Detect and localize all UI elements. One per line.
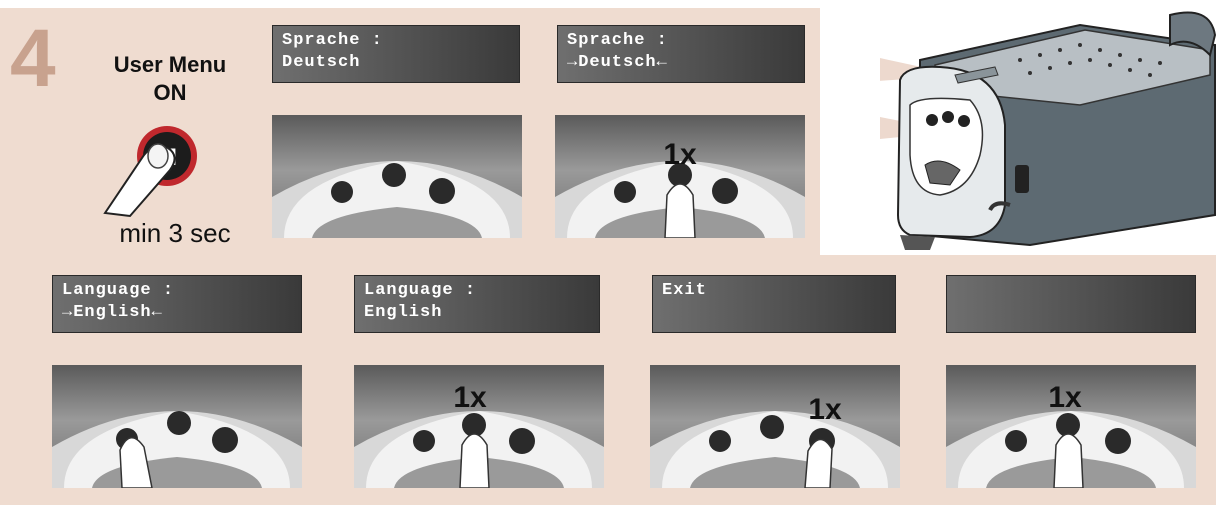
lcd-display-6 <box>946 275 1196 333</box>
medium-cup-button-icon <box>462 413 486 437</box>
small-cup-button-icon <box>1005 430 1027 452</box>
user-menu-state: ON <box>153 80 187 105</box>
finger-icon <box>119 437 153 488</box>
small-cup-button-icon <box>331 181 353 203</box>
button-panel-3 <box>52 365 302 488</box>
user-menu-label: User Menu <box>113 52 227 77</box>
lcd-display-1: Sprache : Deutsch <box>272 25 520 83</box>
large-cup-button-icon <box>212 427 238 453</box>
medium-cup-button-icon <box>167 411 191 435</box>
lcd-line-1: Language : <box>62 281 175 300</box>
medium-cup-button-icon <box>760 415 784 439</box>
small-cup-button-icon <box>413 430 435 452</box>
press-count-label: 1x <box>453 381 487 414</box>
finger-icon <box>459 433 490 488</box>
button-panel-5 <box>650 365 900 488</box>
medium-cup-button-icon <box>668 163 692 187</box>
finger-icon <box>1053 433 1084 488</box>
finger-icon <box>804 438 833 488</box>
press-count-label: 1x <box>808 393 842 426</box>
large-cup-button-icon <box>429 178 455 204</box>
lcd-line-1 <box>956 280 1195 302</box>
machine-display-icon <box>954 66 999 84</box>
small-cup-button-icon <box>926 114 938 126</box>
lcd-line-1: Sprache : <box>282 31 383 50</box>
medium-cup-button-icon <box>1056 413 1080 437</box>
medium-cup-button-icon <box>942 111 954 123</box>
lcd-line-2: →English← <box>62 303 163 322</box>
coffee-machine-illustration <box>880 11 1217 250</box>
button-panel-4 <box>354 365 604 488</box>
small-cup-button-icon <box>614 181 636 203</box>
small-cup-button-icon <box>709 430 731 452</box>
large-cup-button-icon <box>958 115 970 127</box>
lcd-line-2: English <box>364 303 443 322</box>
large-cup-button-icon <box>509 428 535 454</box>
lcd-line-2 <box>956 302 1195 324</box>
lcd-display-5: Exit <box>652 275 896 333</box>
button-panel-1 <box>272 115 522 238</box>
finger-icon <box>664 183 696 238</box>
hold-time-label: min 3 sec <box>119 218 231 248</box>
lcd-line-1: Sprache : <box>567 31 668 50</box>
medium-cup-button-icon <box>382 163 406 187</box>
menu-button-icon: M <box>103 126 197 218</box>
press-count-label: 1x <box>1048 381 1082 414</box>
press-count-label: 1x <box>663 138 697 171</box>
large-cup-button-icon <box>712 178 738 204</box>
lcd-line-1: Language : <box>364 281 477 300</box>
large-cup-button-icon <box>1105 428 1131 454</box>
side-switch-icon <box>1015 165 1029 193</box>
lcd-line-2: Deutsch <box>282 53 361 72</box>
button-panel-2 <box>555 115 805 238</box>
lcd-line-1: Exit <box>662 281 707 300</box>
lcd-line-2 <box>662 302 895 324</box>
lcd-display-4: Language : English <box>354 275 600 333</box>
button-panel-6 <box>946 365 1196 488</box>
step-number: 4 <box>10 13 56 104</box>
lcd-line-2: →Deutsch← <box>567 53 668 72</box>
lcd-display-2: Sprache : →Deutsch← <box>557 25 805 83</box>
lcd-display-3: Language : →English← <box>52 275 302 333</box>
